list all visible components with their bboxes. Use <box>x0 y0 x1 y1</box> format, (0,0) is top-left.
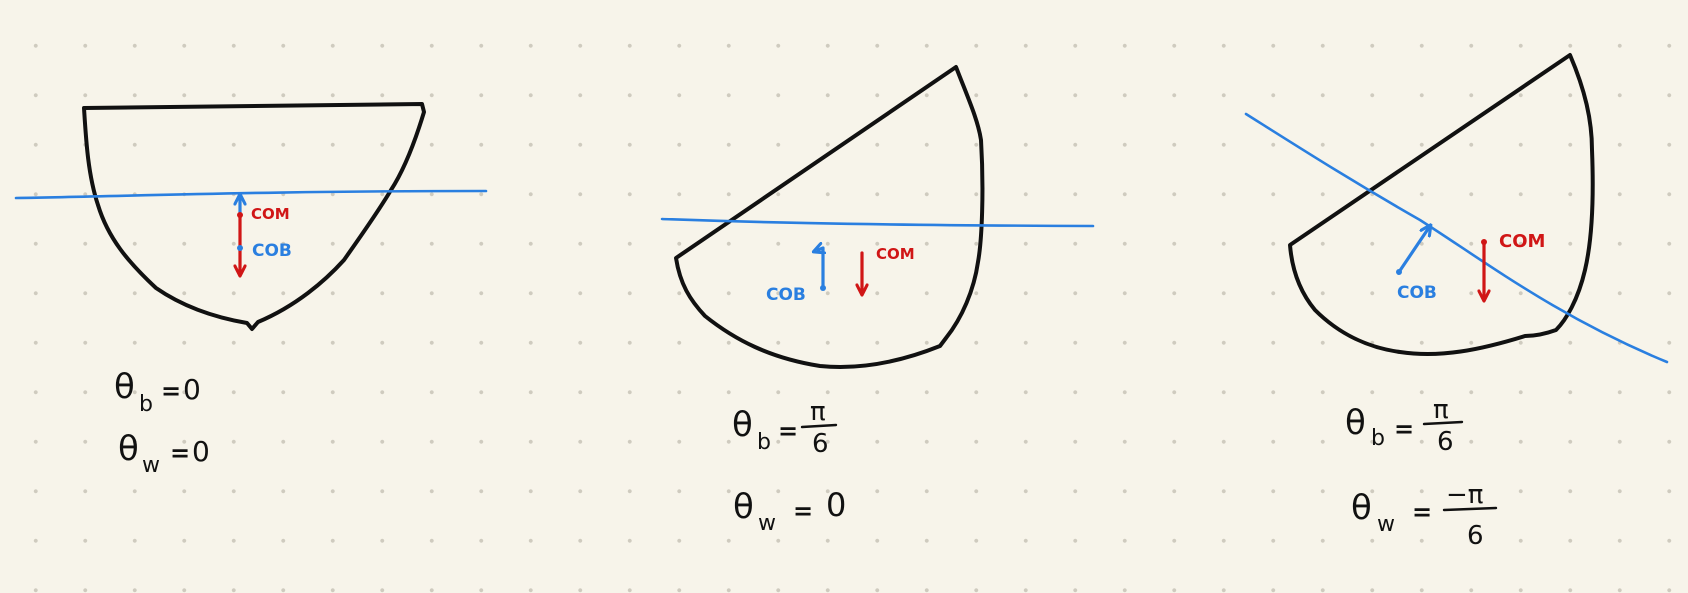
hull-shape-3 <box>1288 53 1595 356</box>
equals-sign: = <box>778 417 798 445</box>
panel-2: COM COB θ b = π 6 θ w = 0 <box>660 65 1095 536</box>
fraction-bar <box>1422 420 1464 426</box>
theta-w-value: 0 <box>192 435 210 468</box>
subscript-w: w <box>758 511 776 536</box>
cob-dot-2 <box>820 285 826 291</box>
theta-symbol: θ <box>118 429 139 469</box>
hull-shape-1 <box>82 102 426 331</box>
theta-symbol: θ <box>1345 403 1366 443</box>
cob-arrow-3 <box>1397 229 1428 274</box>
theta-symbol: θ <box>114 367 135 407</box>
waterline-1 <box>14 189 488 200</box>
cob-label-1: COB <box>252 241 292 261</box>
com-dot-1 <box>237 212 243 218</box>
subscript-b: b <box>139 392 153 417</box>
equals-sign: = <box>170 439 190 467</box>
com-label-3: COM <box>1499 231 1545 252</box>
equals-sign: = <box>793 497 813 525</box>
fraction-bar <box>800 423 838 429</box>
equals-sign: = <box>161 377 181 405</box>
fraction-numerator: π <box>1433 395 1449 425</box>
com-label-2: COM <box>876 245 915 263</box>
subscript-w: w <box>1377 512 1395 537</box>
theta-symbol: θ <box>732 405 753 445</box>
cob-dot-3 <box>1396 269 1402 275</box>
theta-b-equation-1: θ b = 0 <box>114 367 201 417</box>
waterline-3 <box>1244 112 1669 364</box>
fraction-bar <box>1442 506 1498 512</box>
theta-w-equation-2: θ w = 0 <box>733 486 846 536</box>
theta-b-value: 0 <box>183 373 201 406</box>
com-label-1: COM <box>251 205 290 223</box>
fraction-denominator: 6 <box>1437 427 1454 457</box>
waterline-2 <box>660 217 1095 228</box>
theta-w-equation-1: θ w = 0 <box>118 429 210 478</box>
equals-sign: = <box>1394 415 1414 443</box>
subscript-w: w <box>142 453 160 478</box>
subscript-b: b <box>1371 426 1385 451</box>
theta-b-equation-2: θ b = π 6 <box>732 397 838 459</box>
equals-sign: = <box>1412 498 1432 526</box>
cob-label-3: COB <box>1397 283 1437 303</box>
com-dot-3 <box>1481 239 1487 245</box>
subscript-b: b <box>757 430 771 455</box>
fraction-numerator: −π <box>1446 480 1483 510</box>
theta-b-equation-3: θ b = π 6 <box>1345 395 1464 457</box>
theta-w-value: 0 <box>826 486 846 524</box>
panel-1: COM COB θ b = 0 θ w = 0 <box>14 102 488 478</box>
theta-w-equation-3: θ w = −π 6 <box>1351 480 1498 551</box>
panel-3: COM COB θ b = π 6 θ w = −π 6 <box>1244 53 1669 551</box>
fraction-numerator: π <box>810 397 826 427</box>
fraction-denominator: 6 <box>812 429 829 459</box>
cob-dot-1 <box>237 245 243 251</box>
cob-label-2: COB <box>766 285 806 305</box>
hull-shape-2 <box>674 65 985 370</box>
theta-symbol: θ <box>733 487 754 527</box>
cob-arrow-2 <box>818 248 823 289</box>
fraction-denominator: 6 <box>1467 521 1484 551</box>
theta-symbol: θ <box>1351 488 1372 528</box>
